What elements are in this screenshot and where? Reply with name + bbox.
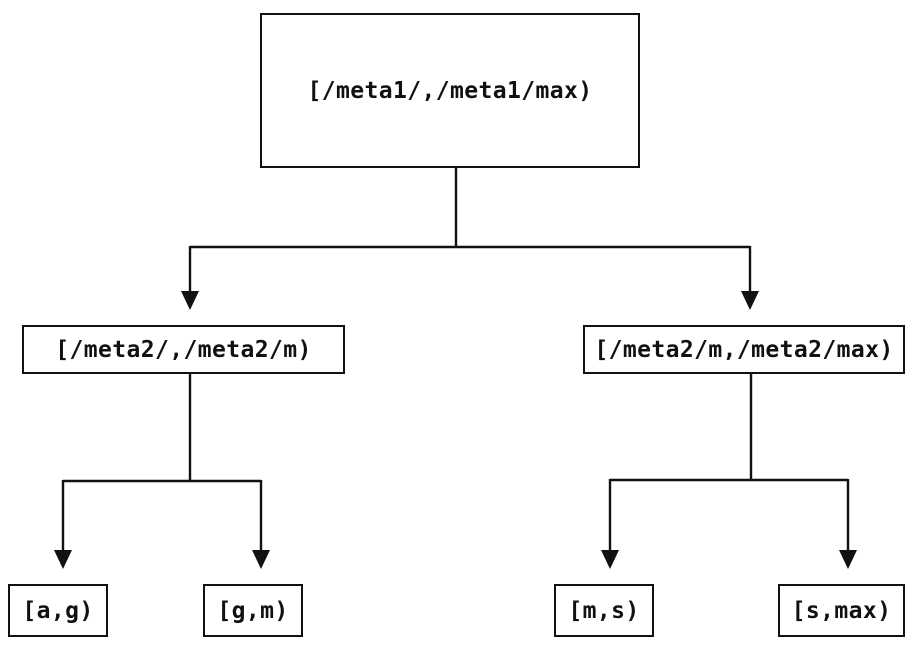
tree-node-leaf-smax-label: [s,max) (791, 597, 892, 624)
tree-node-leaf-smax: [s,max) (778, 584, 905, 637)
tree-node-right-child: [/meta2/m,/meta2/max) (583, 325, 905, 374)
tree-node-root-label: [/meta1/,/meta1/max) (307, 77, 593, 104)
tree-node-right-child-label: [/meta2/m,/meta2/max) (594, 336, 894, 363)
arrowhead-icon (839, 550, 857, 569)
tree-node-leaf-gm: [g,m) (203, 584, 303, 637)
tree-node-leaf-ag-label: [a,g) (22, 597, 94, 624)
arrowhead-icon (252, 550, 270, 569)
arrowhead-icon (54, 550, 72, 569)
tree-node-leaf-gm-label: [g,m) (217, 597, 289, 624)
arrowhead-icon (601, 550, 619, 569)
arrowhead-icon (741, 291, 759, 310)
tree-node-leaf-ms: [m,s) (554, 584, 654, 637)
tree-node-leaf-ms-label: [m,s) (568, 597, 640, 624)
tree-node-left-child: [/meta2/,/meta2/m) (22, 325, 345, 374)
tree-node-leaf-ag: [a,g) (8, 584, 108, 637)
tree-node-root: [/meta1/,/meta1/max) (260, 13, 640, 168)
arrowhead-icon (181, 291, 199, 310)
tree-node-left-child-label: [/meta2/,/meta2/m) (55, 336, 312, 363)
